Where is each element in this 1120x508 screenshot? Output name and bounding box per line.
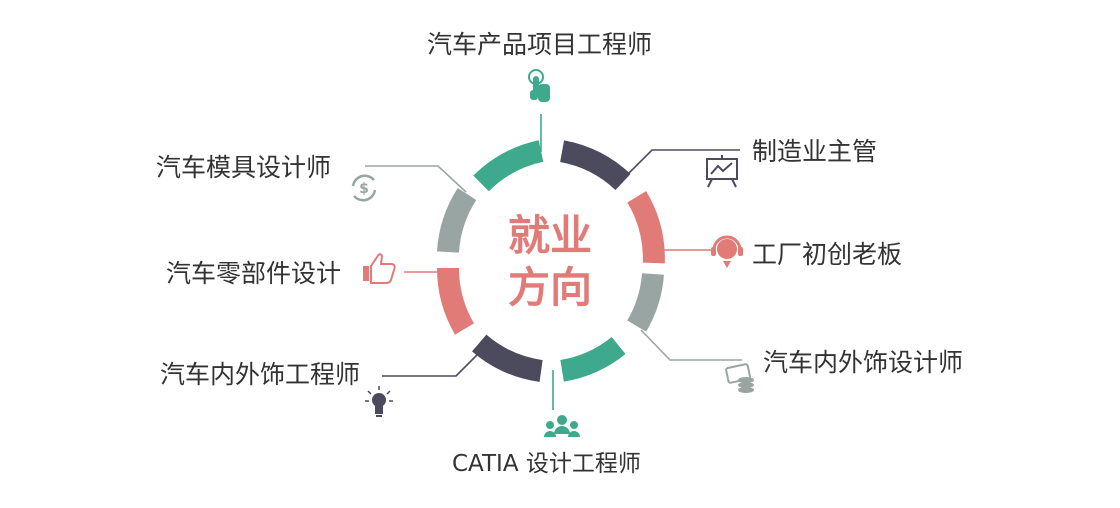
- center-title: 就业 方向: [480, 210, 620, 314]
- svg-text:$: $: [359, 181, 369, 197]
- role-label-mold-designer: 汽车模具设计师: [156, 153, 332, 182]
- role-label-interior-exterior-designer: 汽车内外饰设计师: [763, 348, 964, 377]
- connector-right-lower: [640, 329, 742, 361]
- thumbs-up-icon: [363, 253, 396, 284]
- team-people-icon: [544, 415, 580, 437]
- role-label-parts-design: 汽车零部件设计: [166, 259, 342, 288]
- center-title-line1: 就业: [507, 211, 592, 260]
- ring-segment-bottom-left: [472, 334, 543, 382]
- connector-left-upper: [365, 165, 467, 193]
- center-title-line2: 方向: [507, 263, 592, 312]
- role-label-interior-exterior-engineer: 汽车内外饰工程师: [160, 360, 361, 389]
- dollar-cycle-icon: $: [351, 174, 377, 202]
- cash-coins-icon: [725, 363, 754, 393]
- ring-segment-top-right: [559, 140, 631, 191]
- ring-segment-top-left: [473, 140, 544, 192]
- connector-top-right: [619, 149, 740, 183]
- role-label-catia-engineer: CATIA 设计工程师: [452, 451, 641, 477]
- hand-tap-icon: [528, 69, 550, 102]
- ring-segment-left-lower: [436, 267, 475, 335]
- role-label-product-engineer: 汽车产品项目工程师: [427, 30, 653, 59]
- presentation-board-icon: [706, 155, 738, 188]
- connector-bottom-left: [382, 345, 487, 377]
- ring-segment-right-lower: [627, 272, 664, 332]
- role-label-manufacturing-supervisor: 制造业主管: [752, 137, 878, 166]
- lightbulb-icon: [365, 386, 393, 417]
- headset-icon: [711, 235, 743, 268]
- ring-segment-right-upper: [627, 191, 665, 264]
- ring-segment-bottom-right: [560, 336, 626, 382]
- role-label-factory-founder: 工厂初创老板: [752, 240, 903, 269]
- ring-segment-left-upper: [437, 188, 477, 253]
